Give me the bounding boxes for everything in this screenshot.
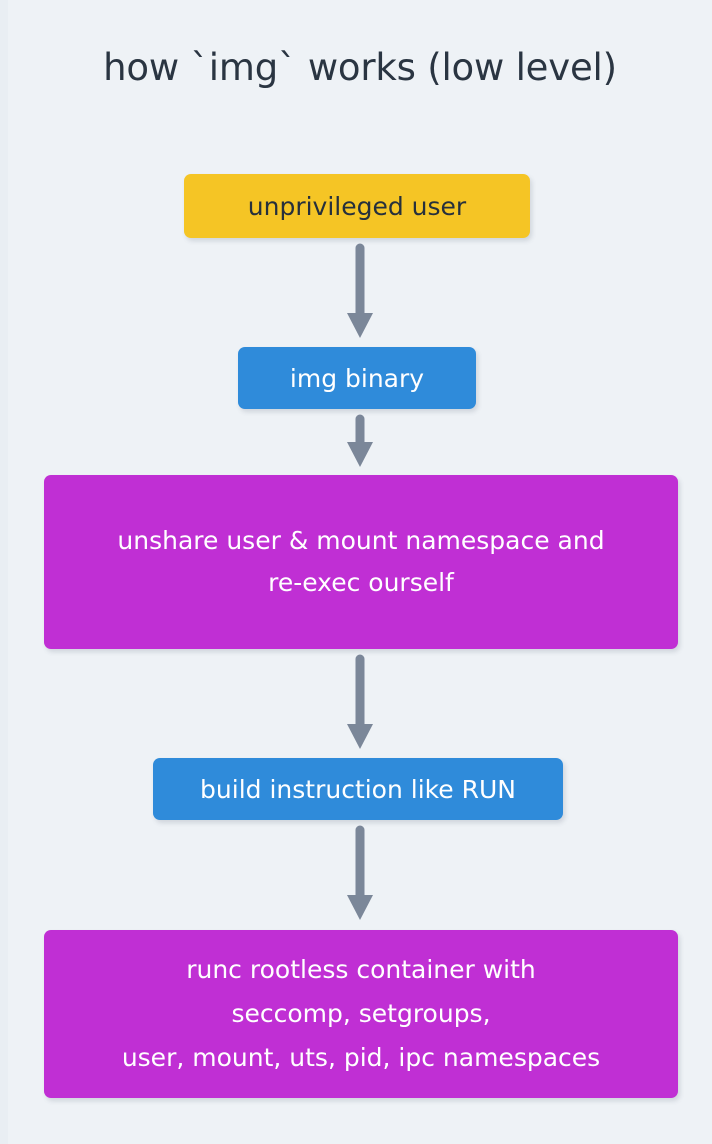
node-build-instruction-label: build instruction like RUN [200, 774, 516, 804]
node-build-instruction[interactable]: build instruction like RUN [153, 758, 563, 820]
node-unshare-namespace-label: unshare user & mount namespace and re-ex… [117, 526, 605, 597]
node-unprivileged-user-label: unprivileged user [247, 191, 467, 221]
node-runc-container-label: runc rootless container with seccomp, se… [121, 955, 601, 1072]
page-title: how `img` works (low level) [103, 46, 617, 89]
flowchart: how `img` works (low level) unprivileged… [8, 0, 712, 1144]
edge-unprivileged-user-to-img-binary [347, 243, 373, 338]
edge-unshare-to-build-instruction [347, 654, 373, 749]
diagram-page: how `img` works (low level) unprivileged… [8, 0, 712, 1144]
node-runc-container[interactable]: runc rootless container with seccomp, se… [44, 930, 678, 1098]
node-unshare-namespace[interactable]: unshare user & mount namespace and re-ex… [44, 475, 678, 649]
edge-img-binary-to-unshare [347, 414, 373, 467]
node-img-binary-label: img binary [289, 363, 425, 393]
edge-build-instruction-to-runc [347, 825, 373, 920]
node-unprivileged-user[interactable]: unprivileged user [184, 174, 530, 238]
node-img-binary[interactable]: img binary [238, 347, 476, 409]
